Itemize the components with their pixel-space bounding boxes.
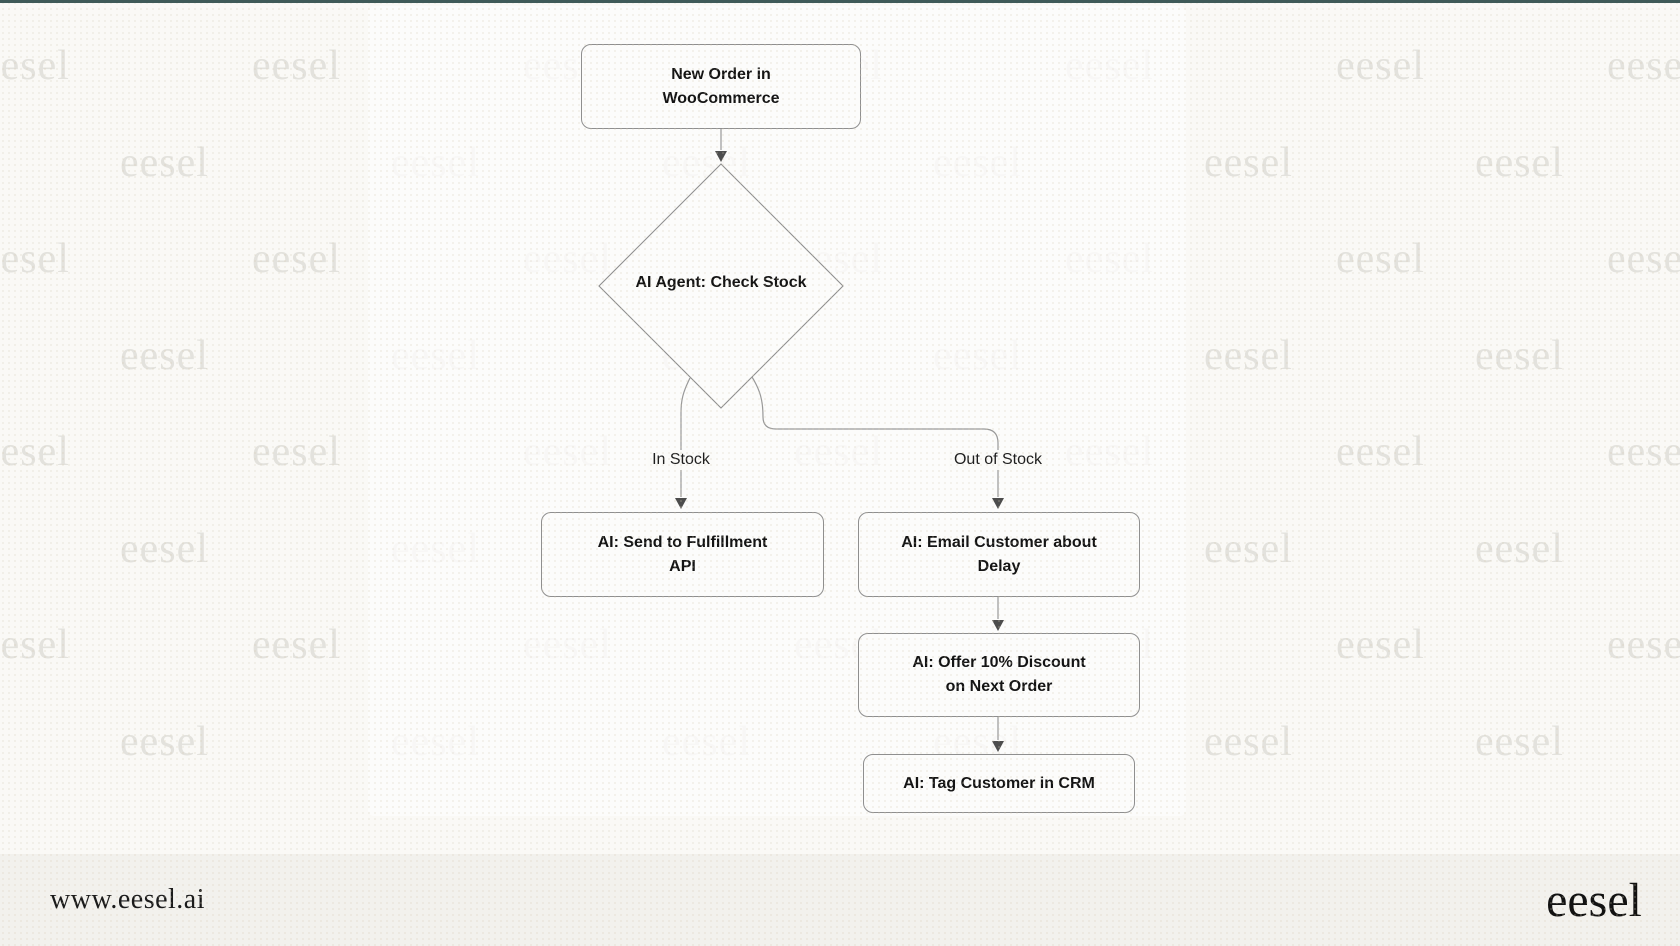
watermark-text: eesel: [1336, 43, 1425, 89]
arrowhead-decision: [715, 151, 727, 162]
watermark-text: eesel: [1204, 139, 1293, 186]
watermark-text: eesel: [120, 525, 209, 572]
watermark-text: eesel: [1475, 525, 1564, 572]
watermark-text: eesel: [0, 622, 70, 668]
watermark-text: eesel: [252, 236, 341, 282]
watermark-text: eesel: [1607, 43, 1680, 89]
watermark-text: eesel: [1475, 139, 1564, 186]
edge-out-of-stock: [751, 376, 999, 497]
node-tag-customer-crm-line1: AI: Tag Customer in CRM: [903, 774, 1095, 792]
node-offer-discount-line1: AI: Offer 10% Discount: [912, 654, 1086, 671]
node-send-to-fulfillment: AI: Send to Fulfillment API: [541, 512, 824, 597]
node-new-order: New Order in WooCommerce: [581, 44, 861, 129]
watermark-text: eesel: [1607, 622, 1680, 668]
watermark-text: eesel: [0, 429, 70, 475]
watermark-text: eesel: [120, 332, 209, 379]
watermark-text: eesel: [1475, 332, 1564, 379]
node-send-to-fulfillment-line1: AI: Send to Fulfillment: [597, 533, 768, 551]
node-new-order-line1: New Order in: [671, 65, 771, 83]
watermark-text: eesel: [0, 43, 70, 89]
footer-url: www.eesel.ai: [50, 884, 206, 915]
arrowhead-crm: [992, 741, 1004, 752]
watermark-text: eesel: [0, 236, 70, 282]
arrowhead-fulfill: [675, 498, 687, 509]
watermark-text: eesel: [1204, 525, 1293, 572]
watermark-text: eesel: [1607, 429, 1680, 475]
watermark-text: eesel: [120, 139, 209, 186]
node-email-customer: AI: Email Customer about Delay: [858, 512, 1140, 597]
watermark-text: eesel: [1336, 429, 1425, 475]
node-offer-discount: AI: Offer 10% Discount on Next Order: [858, 633, 1140, 717]
footer: www.eesel.ai eesel: [0, 854, 1680, 946]
watermark-text: eesel: [252, 43, 341, 89]
node-new-order-line2: WooCommerce: [662, 89, 780, 107]
node-tag-customer-crm: AI: Tag Customer in CRM: [863, 754, 1135, 813]
watermark-text: eesel: [1204, 718, 1293, 765]
watermark-text: eesel: [1336, 236, 1425, 282]
decision-diamond-shape: [598, 163, 844, 409]
node-check-stock-label: AI Agent: Check Stock: [635, 274, 807, 291]
edge-in-stock: [680, 377, 691, 497]
watermark-text: eesel: [252, 429, 341, 475]
watermark-text: eesel: [120, 718, 209, 765]
watermark-text: eesel: [1607, 236, 1680, 282]
edge-label-out-of-stock: Out of Stock: [948, 450, 1048, 470]
node-offer-discount-line2: on Next Order: [945, 678, 1053, 695]
watermark-text: eesel: [252, 622, 341, 668]
node-email-customer-line1: AI: Email Customer about: [901, 533, 1097, 551]
arrowhead-email: [992, 498, 1004, 509]
watermark-text: eesel: [1336, 622, 1425, 668]
eesel-logo: eesel: [1546, 873, 1642, 927]
node-send-to-fulfillment-line2: API: [669, 557, 696, 575]
arrowhead-discount: [992, 620, 1004, 631]
watermark-text: eesel: [1475, 718, 1564, 765]
page-top-accent-bar: [0, 0, 1680, 3]
edge-label-in-stock: In Stock: [647, 450, 715, 470]
watermark-text: eesel: [1204, 332, 1293, 379]
node-email-customer-line2: Delay: [977, 557, 1021, 575]
